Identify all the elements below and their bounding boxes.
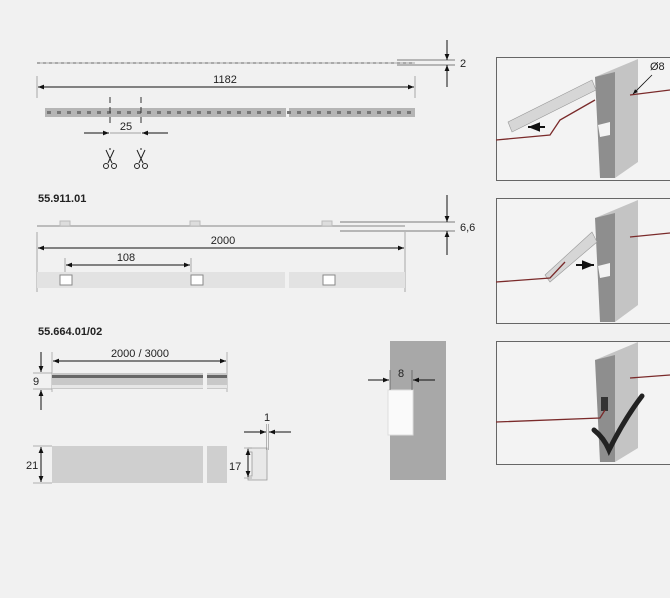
strip1-top-view: 25 — [45, 97, 415, 136]
profile-code: 55.664.01/02 — [38, 326, 102, 338]
mounting-step-3 — [495, 341, 670, 465]
profile-top-height-label: 9 — [33, 376, 39, 388]
slot-width-label: 8 — [398, 368, 404, 380]
slot-block: 8 — [368, 341, 446, 480]
profile-side-view: 21 — [26, 445, 227, 484]
strip2-code: 55.911.01 — [38, 193, 86, 205]
hole-diameter-label: Ø8 — [650, 61, 665, 73]
strip2-height-label: 6,6 — [460, 222, 475, 234]
scissors-icon — [103, 148, 148, 169]
strip2-top-view — [37, 272, 405, 288]
strip2-side-view: 6,6 — [37, 195, 475, 255]
profile-top-view: 2000 / 3000 9 — [33, 348, 228, 410]
profile-length-label: 2000 / 3000 — [111, 348, 169, 360]
mounting-step-2 — [495, 198, 670, 324]
profile-cross-section: 17 1 — [229, 412, 291, 481]
strip2-length-dimension: 2000 108 — [36, 232, 406, 292]
strip1-side-view: 2 — [37, 40, 466, 87]
strip1-length-label: 1182 — [213, 74, 237, 86]
checkmark-icon — [591, 393, 645, 457]
strip1-length-dimension: 1182 — [36, 74, 416, 98]
connector-pitch-label: 108 — [117, 252, 135, 264]
wall-thickness-label: 1 — [264, 412, 270, 424]
strip1-height-label: 2 — [460, 58, 466, 70]
strip2-length-label: 2000 — [211, 235, 235, 247]
cut-pitch-label: 25 — [120, 121, 132, 133]
inner-height-label: 17 — [229, 461, 241, 473]
mounting-step-1: Ø8 — [495, 57, 670, 181]
profile-side-height-label: 21 — [26, 460, 38, 472]
